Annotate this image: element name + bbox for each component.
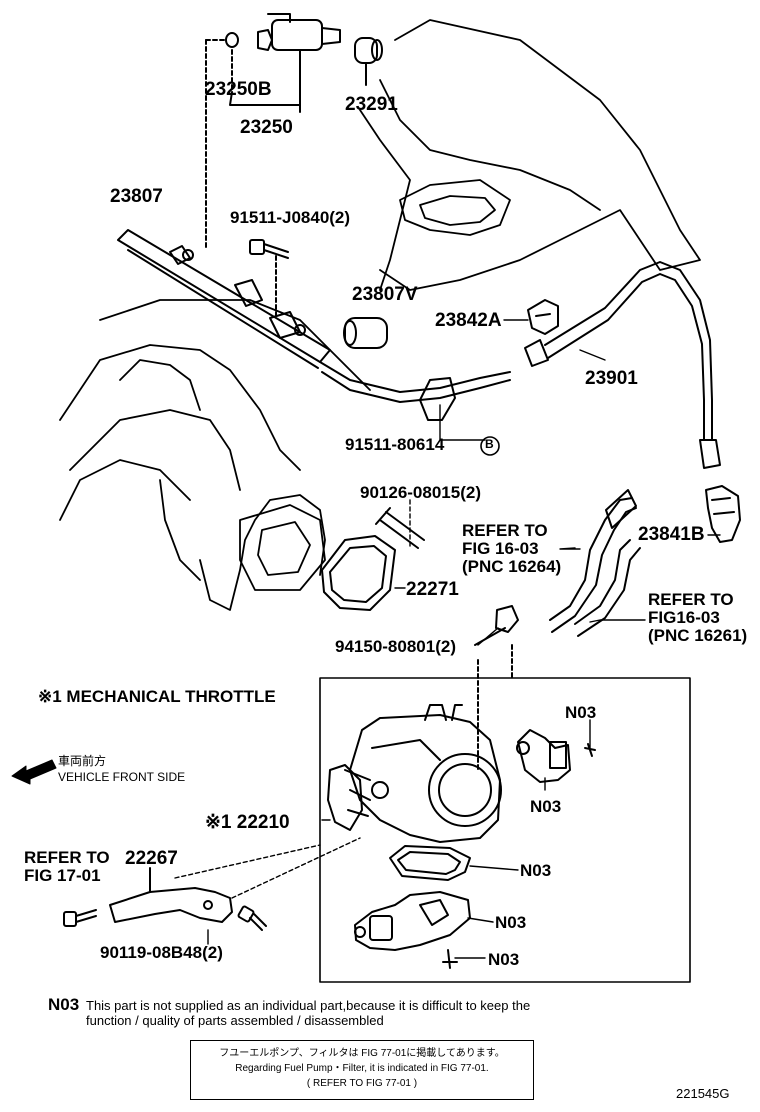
n03-note-code: N03 — [48, 995, 80, 1014]
clamp-23841b — [705, 485, 741, 543]
bolt-91511-j0840 — [249, 239, 289, 319]
injector — [205, 13, 383, 251]
bolt-b-marker — [480, 436, 500, 456]
fuel-hose-23901 — [524, 261, 721, 469]
throttle-body — [327, 659, 502, 843]
n03-note-line1: This part is not supplied as an individu… — [86, 998, 531, 1013]
throttle-sensor — [516, 729, 596, 783]
delivery-pipe — [117, 229, 511, 421]
front-side-jp: 車両前方 — [58, 754, 107, 768]
figure-id: 221545G — [676, 1086, 730, 1101]
label-22267: 22267 — [125, 848, 178, 869]
refer-left-line2: FIG 16-03 — [462, 538, 539, 558]
bolt-b-marker-text: B — [485, 437, 494, 451]
cushion-23807v — [343, 317, 388, 349]
refer-fig-16-03-left: REFER TO FIG 16-03 (PNC 16264) — [462, 522, 561, 576]
front-side-en: VEHICLE FRONT SIDE — [58, 770, 186, 784]
throttle-body-box — [319, 677, 691, 983]
iac-gasket — [389, 845, 471, 881]
label-91511-j0840: 91511-J0840(2) — [230, 208, 351, 227]
label-23807: 23807 — [110, 186, 163, 207]
refer-left-line3: (PNC 16264) — [462, 556, 562, 576]
fuel-note-line1: フユーエルポンプ、フィルタは FIG 77-01に掲載してあります。 — [219, 1048, 505, 1059]
label-90126: 90126-08015(2) — [360, 483, 481, 502]
label-23842a: 23842A — [435, 310, 502, 331]
fuel-note-line2: Regarding Fuel Pump・Filter, it is indica… — [235, 1063, 489, 1074]
fuel-pump-note: フユーエルポンプ、フィルタは FIG 77-01に掲載してあります。 Regar… — [190, 1040, 534, 1100]
label-94150: 94150-80801(2) — [335, 637, 456, 656]
n03-label-sensor-top: N03 — [565, 703, 597, 722]
refer-right-line2: FIG16-03 — [648, 607, 720, 627]
label-23807v: 23807V — [352, 284, 418, 305]
front-arrow-icon — [11, 759, 57, 785]
n03-note-text: This part is not supplied as an individu… — [86, 998, 606, 1028]
iac-valve — [354, 891, 471, 969]
refer-fig-16-03-right: REFER TO FIG16-03 (PNC 16261) — [648, 591, 747, 645]
n03-label-gasket: N03 — [520, 861, 552, 880]
engine-block — [59, 19, 701, 611]
refer-17-line2: FIG 17-01 — [24, 865, 101, 885]
refer-right-line1: REFER TO — [648, 590, 734, 609]
label-22210: ※1 22210 — [205, 812, 290, 833]
label-23291: 23291 — [345, 94, 398, 115]
bracket-22267 — [109, 867, 233, 923]
water-hoses — [549, 489, 641, 637]
label-23841b: 23841B — [638, 524, 705, 545]
label-23250: 23250 — [240, 117, 293, 138]
n03-label-iac: N03 — [495, 913, 527, 932]
refer-fig-17-01: REFER TO FIG 17-01 — [24, 849, 110, 885]
refer-left-line1: REFER TO — [462, 521, 548, 540]
nut-94150 — [474, 605, 519, 681]
label-leaders — [207, 319, 721, 959]
label-22271: 22271 — [406, 579, 459, 600]
refer-17-line1: REFER TO — [24, 848, 110, 867]
leader-lines — [174, 499, 411, 899]
label-90119: 90119-08B48(2) — [100, 943, 223, 962]
label-23250b: 23250B — [205, 79, 272, 100]
mechanical-throttle-note: ※1 MECHANICAL THROTTLE — [38, 687, 276, 706]
clamp-23842a — [527, 299, 559, 335]
stud-90126 — [375, 507, 425, 549]
n03-label-screw: N03 — [488, 950, 520, 969]
label-23901: 23901 — [585, 368, 638, 389]
fuel-note-line3: ( REFER TO FIG 77-01 ) — [306, 1078, 418, 1089]
n03-note-line2: function / quality of parts assembled / … — [86, 1013, 384, 1028]
bolts-90119 — [63, 905, 267, 931]
n03-label-sensor-bottom: N03 — [530, 797, 562, 816]
label-91511-80614: 91511-80614 — [345, 435, 445, 454]
refer-right-line3: (PNC 16261) — [648, 625, 748, 645]
gasket-22271 — [321, 535, 396, 611]
